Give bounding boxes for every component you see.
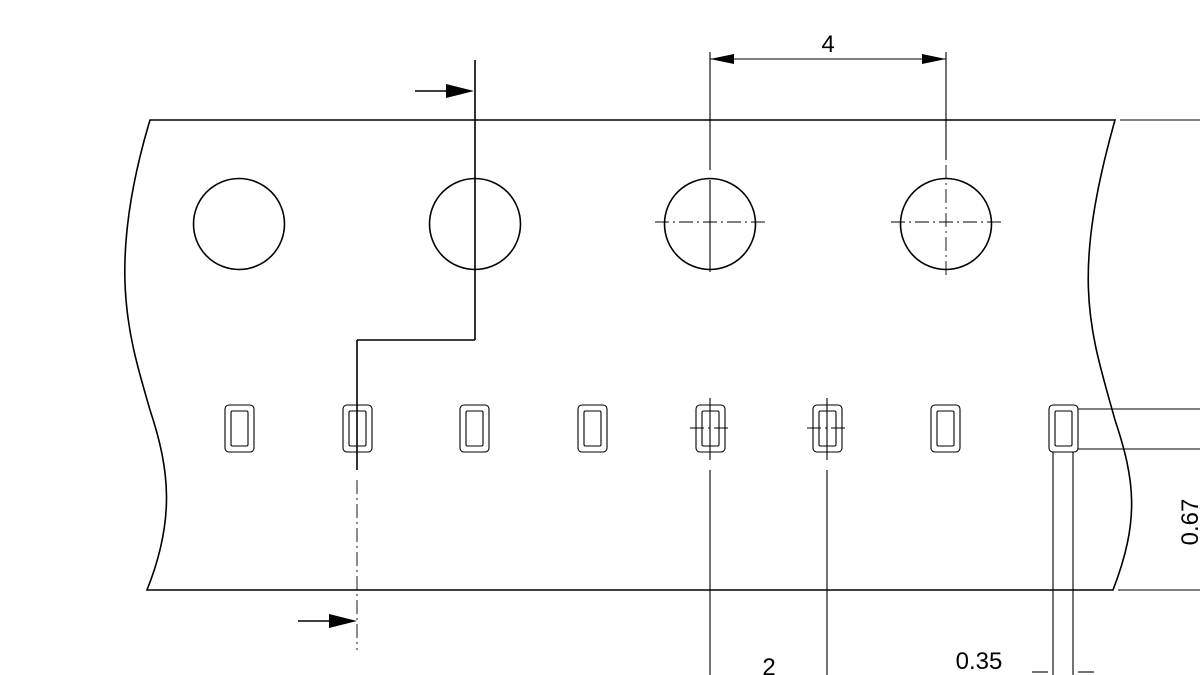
dimension-pocket-length: 0.67 — [1177, 499, 1200, 546]
dimension-label-pocket-width: 0.35 — [956, 648, 1003, 675]
section-cut-line — [298, 60, 476, 650]
sprocket-holes — [192, 177, 993, 271]
dimension-label-pocket-pitch: 2 — [762, 654, 775, 675]
pocket — [224, 404, 255, 453]
pocket — [1048, 404, 1079, 453]
right-extension-lines — [1078, 119, 1200, 591]
hole-centre-lines — [655, 165, 1001, 276]
sprocket-hole — [192, 177, 286, 271]
arrow-icon — [446, 84, 474, 98]
dimension-pocket-pitch: 2 — [709, 398, 828, 675]
pocket — [459, 404, 490, 453]
dimension-label-sprocket-pitch: 4 — [821, 31, 834, 58]
dimension-pocket-width: 0.35 — [956, 452, 1094, 675]
pocket — [930, 404, 961, 453]
component-pockets — [224, 404, 1079, 453]
dimension-label-pocket-length: 0.67 — [1177, 499, 1200, 546]
tape-outline — [124, 119, 1133, 591]
arrow-icon — [329, 614, 357, 628]
dimension-sprocket-pitch: 4 — [709, 31, 947, 272]
pocket — [577, 404, 608, 453]
